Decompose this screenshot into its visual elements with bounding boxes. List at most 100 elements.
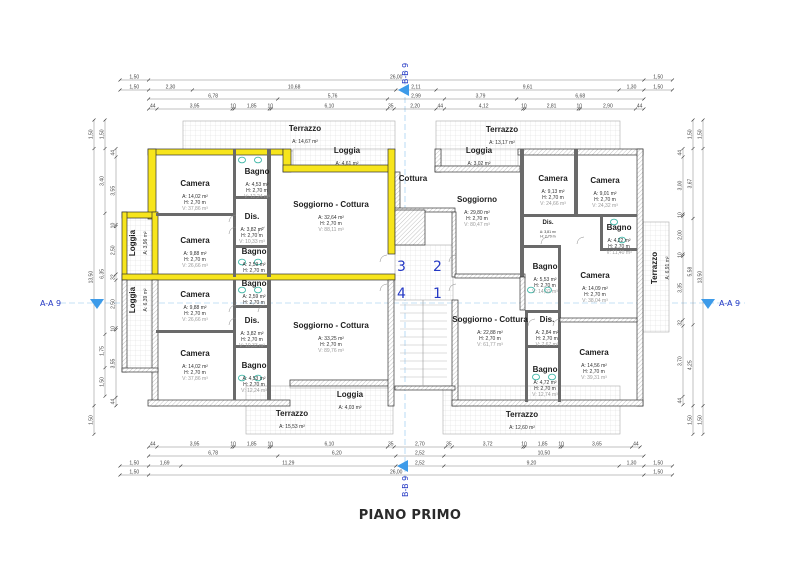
sanitary-fixture-icon xyxy=(610,218,618,226)
walls xyxy=(121,148,644,407)
room-volume: V: 26,66 m³ xyxy=(182,263,208,269)
highlighted-wall xyxy=(121,211,128,281)
room-height: H: 2,70 m xyxy=(243,300,265,306)
dimension-tick xyxy=(146,445,151,449)
dimension-label: 3,55 xyxy=(111,358,117,368)
room-name: Bagno xyxy=(245,167,270,176)
highlighted-wall xyxy=(387,148,396,255)
room-name: Camera xyxy=(180,179,210,188)
dimension-label: 1,50 xyxy=(129,75,139,81)
dimension-label: 2,81 xyxy=(547,104,557,110)
apartment-number-1: 1 xyxy=(433,286,442,302)
wall xyxy=(558,245,561,325)
dimension-label: 35 xyxy=(446,442,452,448)
dimension-tick xyxy=(701,432,705,437)
dimension-label: 2,52 xyxy=(415,461,425,467)
dimension-label: 9,20 xyxy=(527,461,537,467)
dimension-label: 44 xyxy=(111,399,117,405)
room-name: Camera xyxy=(580,271,610,280)
dimension-label: 3,79 xyxy=(476,94,486,100)
room-area: A: 15,53 m² xyxy=(279,424,305,430)
room-height: H: 2,70 m xyxy=(184,311,206,317)
room-height: H: 2,70 m xyxy=(241,233,263,239)
room-name: Terrazzo xyxy=(276,409,308,418)
sanitary-fixture-icon xyxy=(238,258,246,266)
highlighted-wall xyxy=(147,148,157,220)
dimension-tick xyxy=(642,97,646,101)
apartment-number-2: 2 xyxy=(433,259,442,275)
room-height: H: 2,70 m xyxy=(243,382,265,388)
wall xyxy=(233,196,268,199)
room-area: A: 33,25 m² xyxy=(318,336,344,342)
dimension-label: 1,50 xyxy=(89,415,95,425)
wall xyxy=(519,276,526,311)
section-label-right: A-A 9 xyxy=(719,299,740,308)
room-height: H: 2,70 m xyxy=(594,197,616,203)
dimension-label: 10 xyxy=(268,104,274,110)
room-dis: Dis.A: 2,84 m²H: 2,70 mV: 7,67 m³ xyxy=(535,315,558,348)
room-volume: V: 11,40 m³ xyxy=(606,250,632,256)
section-triangle-icon xyxy=(90,299,104,309)
dimension-label: 10 xyxy=(521,104,527,110)
section-label-bottom: B-B 9 xyxy=(401,476,410,497)
wall xyxy=(233,149,236,277)
dimension-label: 3,70 xyxy=(678,356,684,366)
room-area: A: 13,17 m² xyxy=(489,140,515,146)
room-name: Bagno xyxy=(533,365,558,374)
wall xyxy=(558,322,561,402)
wall xyxy=(600,248,637,251)
dimension-label: 1,85 xyxy=(538,442,548,448)
room-area: A: 4,22 m² xyxy=(607,238,630,244)
highlighted-wall xyxy=(147,148,284,156)
dimension-label: 1,85 xyxy=(247,442,257,448)
apartment-number-4: 4 xyxy=(397,286,406,302)
wall xyxy=(559,317,638,323)
dimension-tick xyxy=(92,432,96,437)
room-name: Dis. xyxy=(542,220,553,226)
room-area: A: 3,02 m² xyxy=(467,161,490,167)
room-area: A: 9,88 m² xyxy=(183,305,206,311)
dimension-label: 1,50 xyxy=(688,129,694,139)
room-height: H: 2,70 m xyxy=(540,235,555,239)
dimension-label: 1,75 xyxy=(100,346,106,356)
room-area: A: 14,02 m² xyxy=(182,194,208,200)
section-triangle-icon xyxy=(398,84,409,96)
tiled-area xyxy=(435,120,621,152)
dimension-tick xyxy=(103,394,107,398)
room-volume: V: 24,32 m³ xyxy=(592,203,618,209)
room-area: A: 3,96 m² xyxy=(143,231,149,254)
dimension-tick xyxy=(92,118,96,122)
room-area: A: 2,84 m² xyxy=(535,330,558,336)
dimension-label: 3,95 xyxy=(190,104,200,110)
room-height: H: 2,70 m xyxy=(320,221,342,227)
room-dis: Dis.A: 3,82 m²H: 2,70 mV: 10,33 m³ xyxy=(239,212,265,245)
room-name: Loggia xyxy=(334,146,361,155)
dimension-label: 35 xyxy=(388,104,394,110)
dimension-tick xyxy=(701,118,705,122)
wall xyxy=(156,330,234,333)
room-height: H: 2,70 m xyxy=(542,195,564,201)
room-volume: V: 14,92 m³ xyxy=(532,289,558,295)
wall xyxy=(156,213,234,216)
room-volume: V: 37,86 m³ xyxy=(182,206,208,212)
wall xyxy=(233,280,236,400)
room-name: Dis. xyxy=(540,315,555,324)
dimension-label: 1,50 xyxy=(698,129,704,139)
page-title: PIANO PRIMO xyxy=(358,508,462,523)
room-dis: Dis.A: 3,82 m²H: 2,70 mV: 10,33 m³ xyxy=(239,316,265,349)
dimension-label: 10 xyxy=(577,104,583,110)
dimension-label: 6,68 xyxy=(575,94,585,100)
room-area: A: 4,53 m² xyxy=(242,376,265,382)
room-name: Terrazzo xyxy=(289,124,321,133)
room-name: Soggiorno xyxy=(457,195,497,204)
